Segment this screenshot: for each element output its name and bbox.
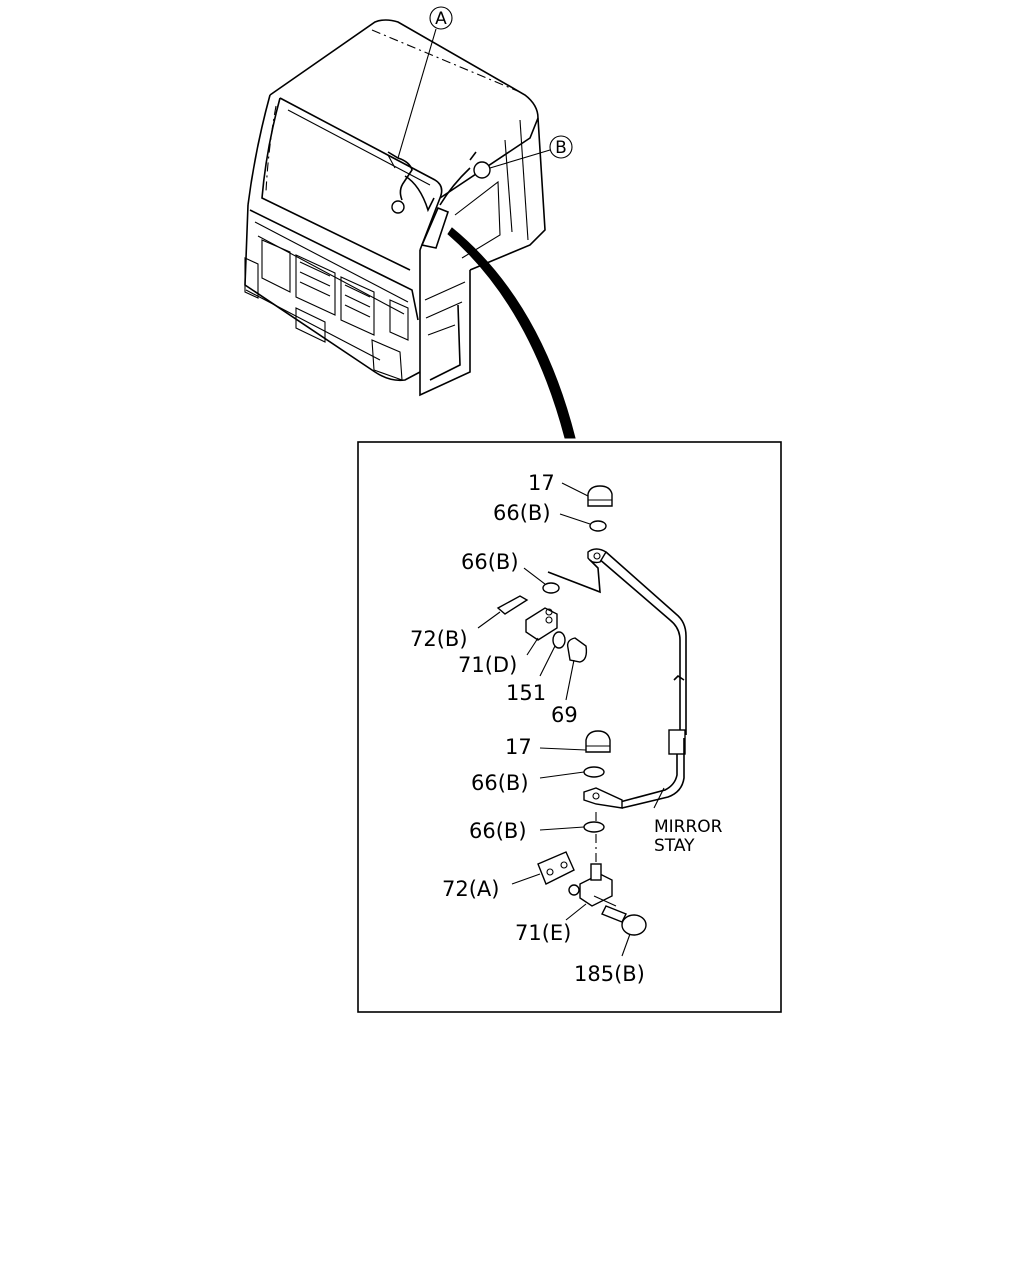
bracket-71d (525, 607, 558, 641)
plate-72a (537, 851, 575, 885)
mirror-stay-label-line2: STAY (654, 836, 695, 856)
washer-66b-1 (589, 520, 607, 532)
label-17-top: 17 (528, 471, 555, 495)
label-66b-3: 66(B) (471, 771, 529, 795)
label-72a: 72(A) (442, 877, 499, 901)
callout-b-label: B (555, 138, 567, 158)
callout-a: A (397, 6, 453, 159)
detail-frame (357, 441, 782, 1013)
label-71d: 71(D) (458, 653, 517, 677)
truck-cab-illustration (244, 19, 546, 397)
washer-66b-4 (583, 821, 605, 833)
label-66b-4: 66(B) (469, 819, 527, 843)
callout-a-label: A (435, 9, 447, 29)
label-72b: 72(B) (410, 627, 468, 651)
label-185b: 185(B) (574, 962, 645, 986)
cap-nut-17-top (587, 485, 613, 507)
nut-69 (566, 637, 588, 663)
label-66b-1: 66(B) (493, 501, 551, 525)
cap-nut-17-lower (585, 730, 611, 753)
part-labels: 17 66(B) 66(B) 72(B) 71(D) 151 69 17 66(… (410, 471, 723, 986)
washer-66b-3 (583, 766, 605, 778)
callout-b: B (489, 135, 573, 169)
mirror-stay-label-line1: MIRROR (654, 817, 723, 837)
break-line (547, 559, 601, 594)
label-71e: 71(E) (515, 921, 571, 945)
label-69: 69 (551, 703, 578, 727)
label-66b-2: 66(B) (461, 550, 519, 574)
bracket-71e (568, 863, 617, 907)
washer-66b-2 (542, 582, 560, 594)
leader-lines (477, 482, 665, 957)
label-17-lower: 17 (505, 735, 532, 759)
washer-151 (552, 631, 566, 649)
bracket-72b (496, 595, 529, 615)
label-151: 151 (506, 681, 546, 705)
mirror-stay-rod (583, 548, 687, 809)
bolt-185b (601, 905, 647, 936)
detail-leader (447, 227, 576, 439)
